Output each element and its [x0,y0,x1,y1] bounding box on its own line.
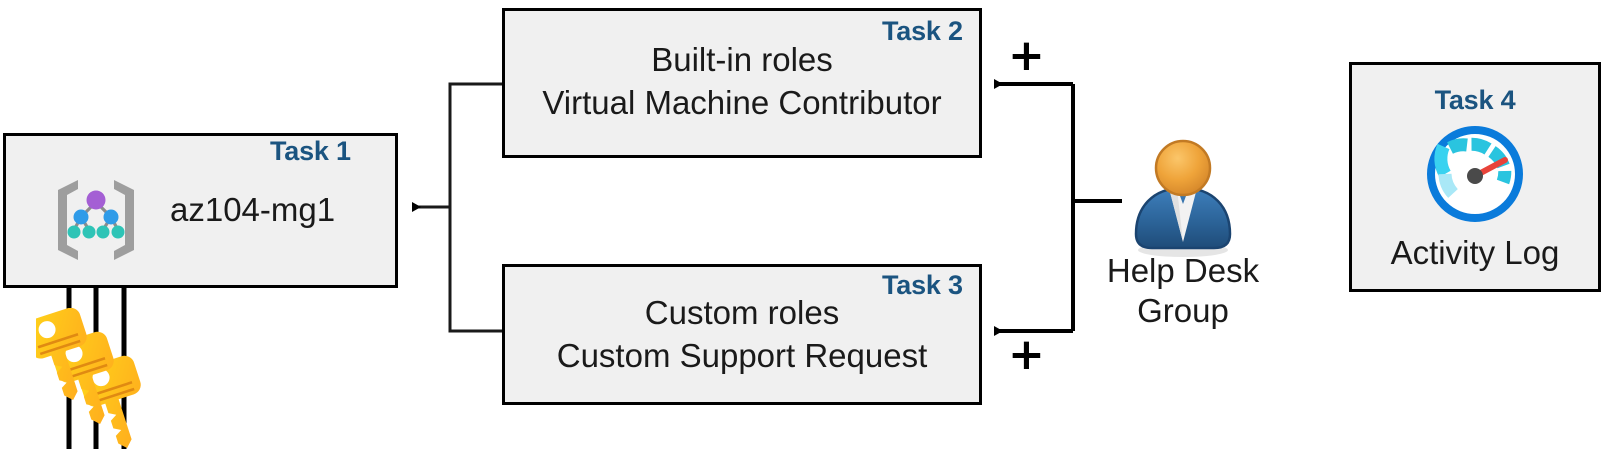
connector-left-bracket [412,82,502,333]
task2-line2: Virtual Machine Contributor [542,84,942,121]
task1-box[interactable] [3,133,398,288]
task3-line1: Custom roles [644,294,840,331]
task1-label: Task 1 [270,136,351,166]
keys-icon [24,307,156,449]
task3-line2: Custom Support Request [556,337,928,374]
user-group-icon [1122,138,1244,260]
task4-label: Task 4 [1434,85,1516,115]
management-group-icon [48,172,144,268]
help-desk-label-line1: Help Desk [1106,252,1260,289]
task3-plus-icon: + [1008,329,1045,380]
help-desk-label-line2: Group [1137,292,1229,329]
task2-line1: Built-in roles [651,41,833,78]
task1-text: az104-mg1 [170,191,336,228]
task3-label: Task 3 [882,270,963,300]
task2-box[interactable] [502,8,982,158]
task2-label: Task 2 [882,16,963,46]
task4-text: Activity Log [1390,234,1560,271]
task3-box[interactable] [502,264,982,405]
activity-log-gauge-icon [1415,124,1535,224]
task2-plus-icon: + [1008,30,1045,81]
